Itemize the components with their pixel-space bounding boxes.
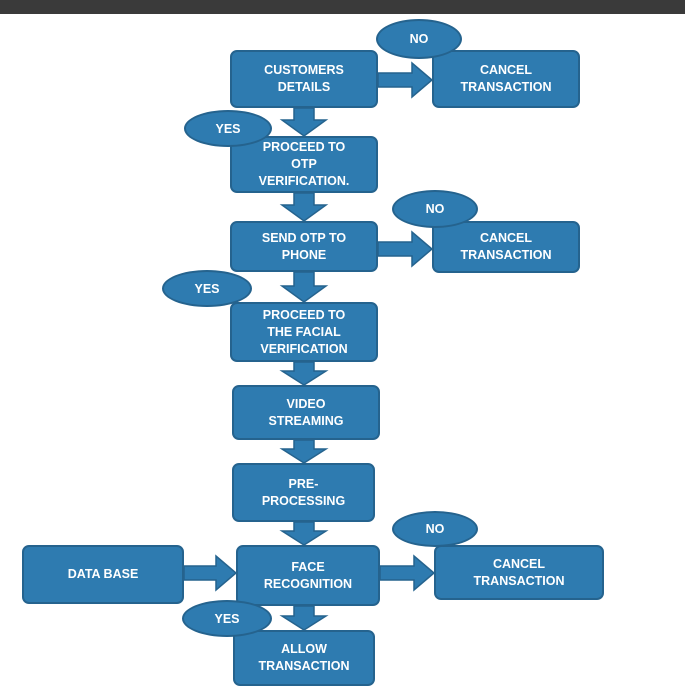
face-recognition-box: FACE RECOGNITION [236,545,380,606]
arrow-facial-to-video [279,361,329,386]
yes-label-2: YES [162,270,252,307]
yes-label-3: YES [182,600,272,637]
arrow-send-to-cancel [377,230,434,268]
video-streaming-box: VIDEO STREAMING [232,385,380,440]
arrow-details-to-cancel [377,61,434,99]
arrow-pre-to-face [279,521,329,546]
cancel-transaction-box-2: CANCEL TRANSACTION [432,221,580,273]
cancel-transaction-box-3: CANCEL TRANSACTION [434,545,604,600]
otp-verification-box: PROCEED TO OTP VERIFICATION. [230,136,378,193]
arrow-face-to-allow [279,605,329,631]
customers-details-box: CUSTOMERS DETAILS [230,50,378,108]
send-otp-box: SEND OTP TO PHONE [230,221,378,272]
arrow-db-to-face [183,554,238,592]
cancel-transaction-box-1: CANCEL TRANSACTION [432,50,580,108]
no-label-1: NO [376,19,462,59]
no-label-3: NO [392,511,478,547]
facial-verification-box: PROCEED TO THE FACIAL VERIFICATION [230,302,378,362]
arrow-send-to-facial [279,271,329,303]
window-top-bar [0,0,685,14]
arrow-face-to-cancel [379,554,436,592]
yes-label-1: YES [184,110,272,147]
pre-processing-box: PRE- PROCESSING [232,463,375,522]
no-label-2: NO [392,190,478,228]
arrow-details-to-otp [279,107,329,137]
database-box: DATA BASE [22,545,184,604]
allow-transaction-box: ALLOW TRANSACTION [233,630,375,686]
arrow-otp-to-send [279,192,329,222]
arrow-video-to-pre [279,439,329,464]
